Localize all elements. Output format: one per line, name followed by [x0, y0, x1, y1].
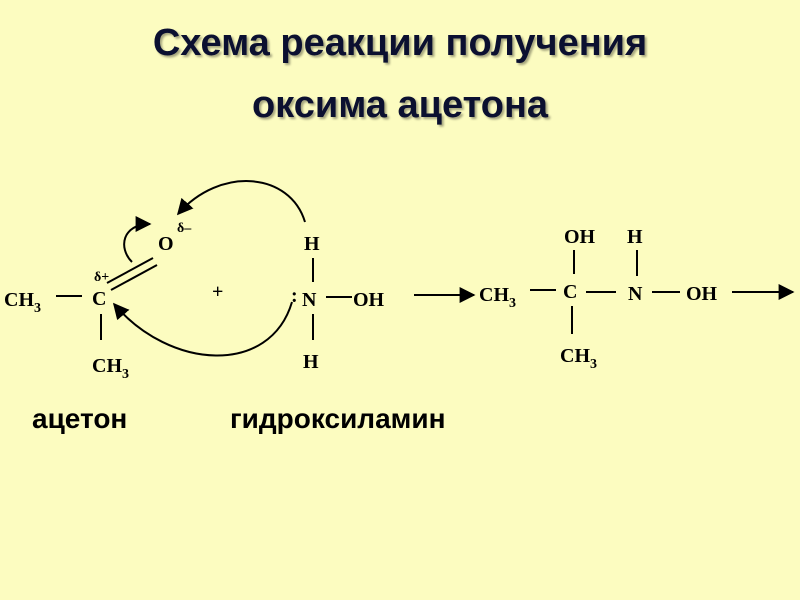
curved-arrow-hydrogen-to-oxygen — [176, 180, 306, 223]
double-bond-c-o-1 — [106, 257, 154, 284]
curved-arrow-bond-to-oxygen — [123, 216, 152, 263]
hydroxylamine-h-bottom: H — [303, 351, 319, 373]
acetone-oxygen: O — [158, 233, 174, 255]
hydroxylamine-name: гидроксиламин — [230, 403, 445, 434]
product-oh-right: OH — [686, 283, 718, 305]
title-line-1: Схема реакции получения — [152, 22, 648, 64]
product-carbon: C — [563, 281, 577, 303]
product-h-top: H — [627, 226, 643, 248]
delta-plus-label: δ+ — [94, 270, 109, 285]
acetone-ch3-bottom: CH3 — [92, 355, 129, 382]
product-oh-top: OH — [564, 226, 596, 248]
acetone-carbon: C — [92, 288, 106, 310]
hydroxylamine-h-top: H — [304, 233, 320, 255]
double-bond-c-o-2 — [110, 264, 158, 291]
hydroxylamine-oh: OH — [353, 289, 385, 311]
product-ch3-bottom: CH3 — [560, 345, 597, 372]
title-line-2: оксима ацетона — [251, 84, 549, 126]
acetone-ch3-left: CH3 — [4, 289, 41, 316]
hydroxylamine-nitrogen: N — [302, 289, 317, 311]
product-ch3-left: CH3 — [479, 284, 516, 311]
acetone-name: ацетон — [32, 403, 127, 434]
delta-minus-label: δ– — [177, 221, 192, 236]
lone-pair: : — [291, 285, 298, 307]
plus-sign: + — [212, 281, 223, 303]
product-nitrogen: N — [628, 283, 643, 305]
curved-arrow-nitrogen-to-carbon — [112, 301, 293, 357]
